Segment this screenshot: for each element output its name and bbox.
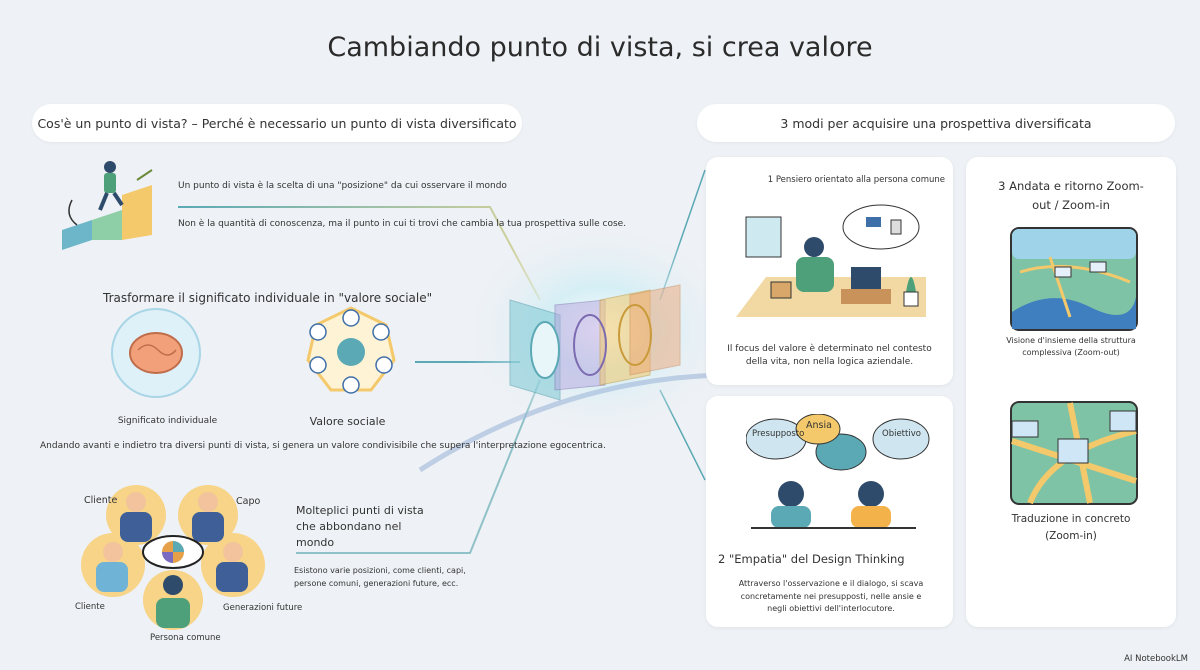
zoom-out-map-illustration (1010, 227, 1138, 331)
stairs-climber-illustration (62, 161, 153, 250)
person-label-customer-2: Cliente (75, 602, 105, 612)
multi-perspective-text: Esistono varie posizioni, come clienti, … (294, 566, 466, 588)
definition-detail-text: Non è la quantità di conoscenza, ma il p… (178, 219, 627, 229)
multi-perspective-heading: Molteplici punti di vista che abbondano … (296, 504, 424, 549)
transform-heading: Trasformare il significato individuale i… (103, 291, 433, 305)
transform-text: Andando avanti e indietro tra diversi pu… (40, 441, 606, 451)
card-everyday-person: 1 Pensiero orientato alla persona comune… (706, 157, 953, 385)
person-label-customer-1: Cliente (84, 495, 118, 506)
right-section-header: 3 modi per acquisire una prospettiva div… (697, 104, 1175, 142)
card3-title: 3 Andata e ritorno Zoom-out / Zoom-in (998, 179, 1144, 212)
footer-watermark: AI NotebookLM (1124, 654, 1188, 664)
left-section-header: Cos'è un punto di vista? – Perché è nece… (32, 104, 522, 142)
card-zoom-out-zoom-in: 3 Andata e ritorno Zoom-out / Zoom-in Vi… (966, 157, 1176, 627)
bubble-anxiety: Ansia (806, 420, 832, 431)
zoom-out-caption: Visione d'insieme della struttura comple… (1006, 336, 1136, 357)
card-design-thinking: Presupposto Ansia Obiettivo 2 "Empatia" … (706, 396, 953, 627)
zoom-in-caption: Traduzione in concreto (Zoom-in) (1011, 513, 1131, 542)
person-label-future-generations: Generazioni future (223, 603, 303, 613)
card1-title: 1 Pensiero orientato alla persona comune (767, 175, 945, 185)
dialogue-illustration (746, 414, 930, 529)
bubble-objective: Obiettivo (882, 429, 921, 439)
person-label-boss: Capo (236, 496, 261, 507)
definition-text: Un punto di vista è la scelta di una "po… (178, 181, 507, 191)
individual-meaning-label: Significato individuale (117, 416, 218, 426)
living-room-illustration (736, 204, 926, 317)
zoom-in-map-illustration (1010, 401, 1138, 505)
page-title: Cambiando punto di vista, si crea valore (327, 32, 873, 63)
people-perspectives-illustration (81, 485, 265, 630)
card1-text: Il focus del valore è determinato nel co… (727, 344, 932, 367)
person-label-common-person: Persona comune (150, 633, 221, 643)
bubble-assumption: Presupposto (752, 429, 805, 439)
social-network-icon (306, 306, 396, 394)
card2-text: Attraverso l'osservazione e il dialogo, … (738, 579, 924, 613)
social-value-label: Valore sociale (309, 415, 386, 428)
brain-bubble-icon (111, 308, 201, 398)
card2-title: 2 "Empatia" del Design Thinking (718, 552, 905, 566)
prism-lenses-illustration (509, 284, 681, 401)
